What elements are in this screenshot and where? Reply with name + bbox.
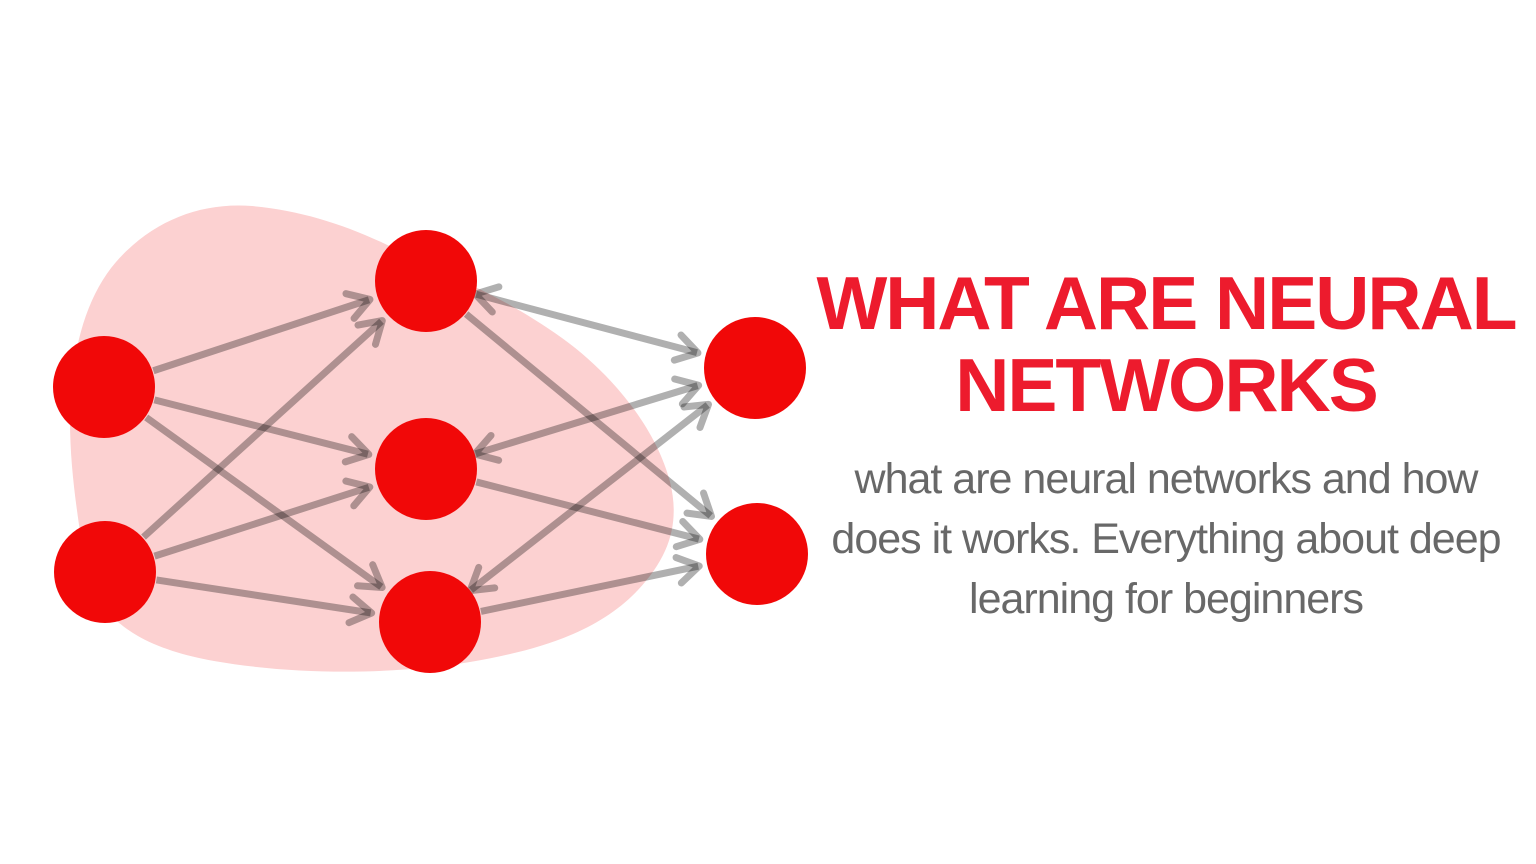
subtitle-line-1: what are neural networks and how xyxy=(854,455,1479,503)
node-hidden-2 xyxy=(375,418,477,520)
edge-input-1-hidden-1 xyxy=(152,290,374,375)
edge-input-1-hidden-2 xyxy=(153,396,373,466)
page-title: WHAT ARE NEURAL NETWORKS xyxy=(800,262,1532,426)
edge-input-2-hidden-3 xyxy=(155,576,376,627)
node-hidden-3 xyxy=(379,571,481,673)
edge-input-1-hidden-3 xyxy=(144,414,386,591)
title-line-2: NETWORKS xyxy=(955,343,1378,428)
subtitle-line-3: learning for beginners xyxy=(969,575,1364,623)
edge-hidden-3-output-2 xyxy=(480,554,703,615)
page-subtitle: what are neural networks and how does it… xyxy=(800,449,1532,629)
node-input-1 xyxy=(53,336,155,438)
edge-input-2-hidden-1 xyxy=(141,317,386,540)
node-input-2 xyxy=(54,521,156,623)
edge-hidden-1-output-1 xyxy=(471,283,702,364)
node-output-1 xyxy=(704,317,806,419)
title-line-1: WHAT ARE NEURAL xyxy=(816,261,1517,346)
edge-input-2-hidden-2 xyxy=(153,477,374,560)
network-svg xyxy=(53,205,808,673)
node-hidden-1 xyxy=(375,230,477,332)
node-output-2 xyxy=(706,503,808,605)
edge-hidden-3-output-1 xyxy=(466,400,713,595)
subtitle-line-2: does it works. Everything about deep xyxy=(831,515,1501,563)
background-blob xyxy=(70,205,674,672)
